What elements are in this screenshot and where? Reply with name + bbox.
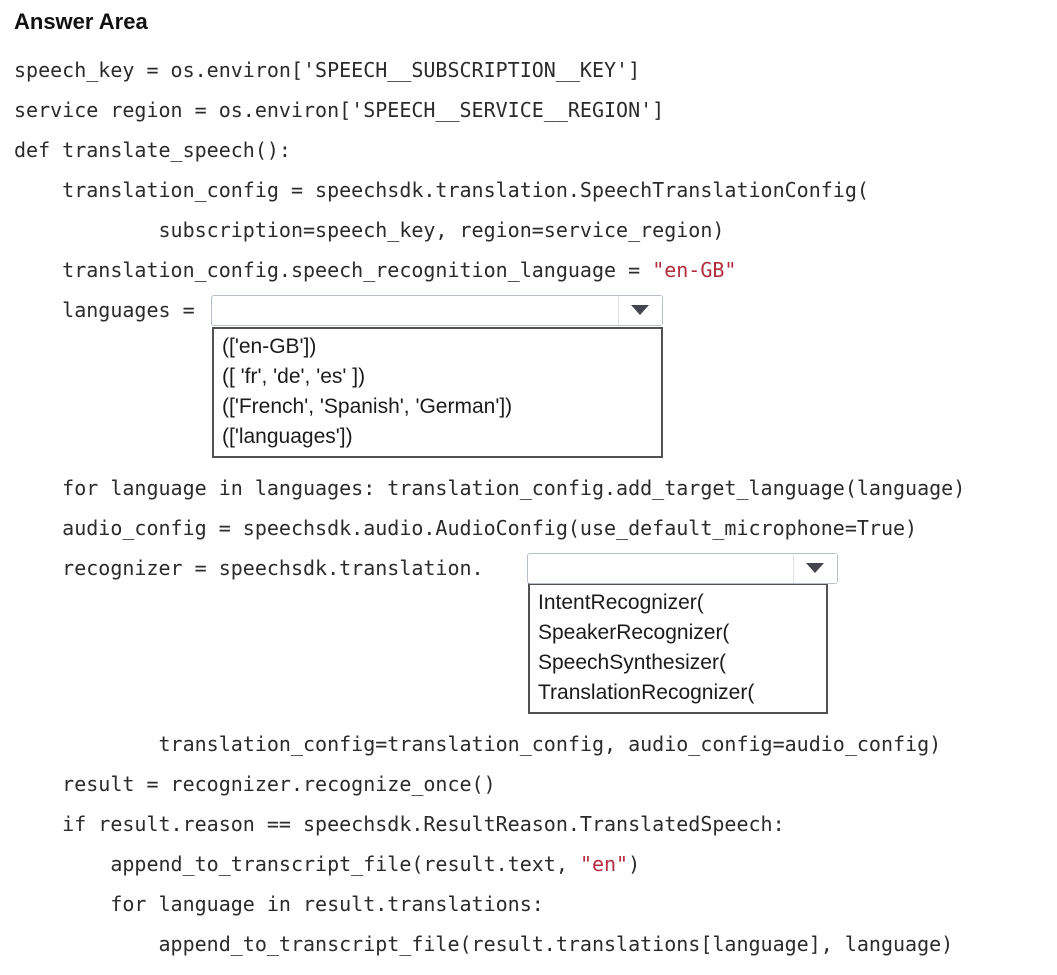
code-text: languages = [14,298,207,322]
recognizer-dropdown-button[interactable] [792,553,837,583]
recognizer-option-1[interactable]: IntentRecognizer( [538,591,704,614]
code-line-result: result = recognizer.recognize_once() [14,764,1057,804]
caret-down-icon [631,305,650,315]
string-literal-en-gb: "en-GB" [652,258,737,282]
recognizer-option-4[interactable]: TranslationRecognizer( [538,681,755,704]
page-title: Answer Area [14,9,148,34]
recognizer-dropdown[interactable] [526,552,838,584]
code-line-subscription: subscription=speech_key, region=service_… [14,210,1057,250]
languages-dropdown[interactable] [210,294,663,326]
code-line-for-translations: for language in result.translations: [14,884,1057,924]
code-text: ) [628,852,641,876]
recognizer-options-list: IntentRecognizer( SpeakerRecognizer( Spe… [528,583,828,714]
code-line-recognizer: recognizer = speechsdk.translation. [14,548,1057,588]
languages-options-list: (['en-GB']) ([ 'fr', 'de', 'es' ]) (['Fr… [212,327,663,458]
code-text: if result.reason == speechsdk.ResultReas… [14,812,785,836]
languages-dropdown-value[interactable] [212,296,618,325]
languages-option-3[interactable]: (['French', 'Spanish', 'German']) [222,395,513,418]
code-line-languages: languages = [14,290,1057,330]
languages-option-1[interactable]: (['en-GB']) [222,335,317,358]
code-line-audio-config: audio_config = speechsdk.audio.AudioConf… [14,508,1057,548]
code-line-service-region: service region = os.environ['SPEECH__SER… [14,90,1057,130]
languages-dropdown-button[interactable] [617,295,662,325]
code-line-append-translations: append_to_transcript_file(result.transla… [14,924,1057,964]
code-text: translation_config = speechsdk.translati… [14,178,869,202]
code-line-config-args: translation_config=translation_config, a… [14,724,1057,764]
code-line-if-reason: if result.reason == speechsdk.ResultReas… [14,804,1057,844]
code-text: def translate_speech(): [14,138,291,162]
code-line-for-add-target: for language in languages: translation_c… [14,468,1057,508]
code-text: audio_config = speechsdk.audio.AudioConf… [14,516,918,540]
code-line-speech-key: speech_key = os.environ['SPEECH__SUBSCRI… [14,50,1057,90]
string-literal-en: "en" [579,852,629,876]
code-line-append-en: append_to_transcript_file(result.text, "… [14,844,1057,884]
code-text: translation_config=translation_config, a… [14,732,942,756]
code-text: translation_config.speech_recognition_la… [14,258,653,282]
code-line-translation-config: translation_config = speechsdk.translati… [14,170,1057,210]
code-line-recognition-language: translation_config.speech_recognition_la… [14,250,1057,290]
code-text: subscription=speech_key, region=service_… [14,218,725,242]
code-text: recognizer = speechsdk.translation. [14,556,484,580]
code-text: for language in languages: translation_c… [14,476,966,500]
code-text: service region = os.environ['SPEECH__SER… [14,98,665,122]
recognizer-option-2[interactable]: SpeakerRecognizer( [538,621,730,644]
code-text: for language in result.translations: [14,892,544,916]
code-text: speech_key = os.environ['SPEECH__SUBSCRI… [14,58,641,82]
recognizer-option-3[interactable]: SpeechSynthesizer( [538,651,726,674]
languages-option-2[interactable]: ([ 'fr', 'de', 'es' ]) [222,365,366,388]
languages-option-4[interactable]: (['languages']) [222,425,353,448]
recognizer-dropdown-value[interactable] [528,554,793,583]
code-text: result = recognizer.recognize_once() [14,772,496,796]
code-line-def: def translate_speech(): [14,130,1057,170]
code-text: append_to_transcript_file(result.transla… [14,932,954,956]
caret-down-icon [806,563,825,573]
code-text: append_to_transcript_file(result.text, [14,852,580,876]
